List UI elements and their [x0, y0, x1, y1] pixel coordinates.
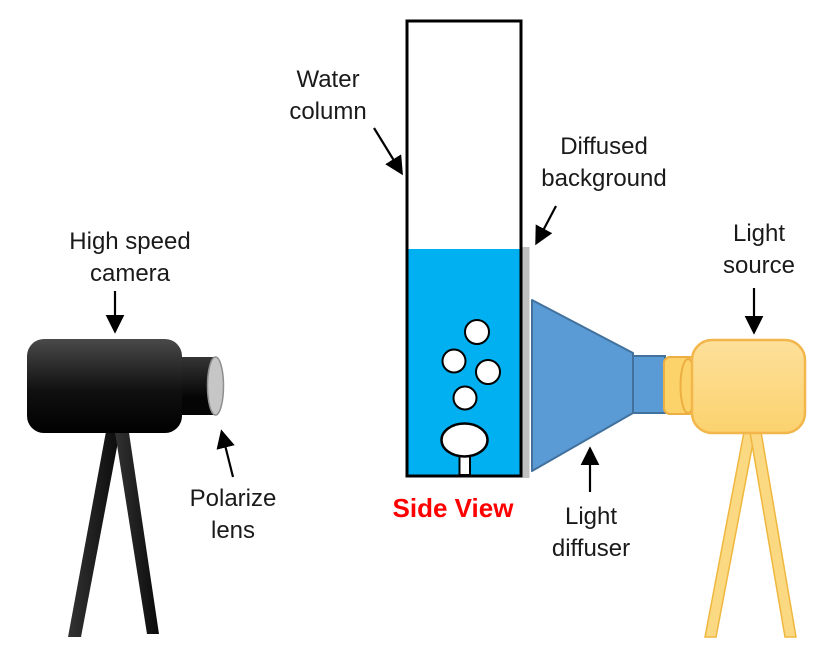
bubble-2: [441, 348, 467, 374]
bubble-1: [464, 319, 490, 345]
arrow-polarize-lens: [216, 429, 235, 478]
light-tripod-left-leg: [704, 431, 756, 638]
camera-tripod-left-leg: [68, 426, 121, 637]
high-speed-camera-label: High speed camera: [69, 228, 191, 287]
light-tripod-right-leg: [749, 431, 797, 638]
water-column-outline: [405, 19, 523, 478]
light-diffuser-label: Light diffuser: [551, 503, 631, 562]
diffused-background-label: Diffused background: [541, 133, 667, 192]
light-diffuser-neck: [632, 355, 666, 414]
light-source-label: Light source: [722, 220, 796, 279]
polarize-lens-shape: [206, 356, 225, 416]
arrow-diffused-background: [535, 205, 557, 246]
diffused-background-strip: [522, 247, 530, 478]
bubble-3: [475, 359, 501, 385]
arrow-water-column: [373, 127, 403, 176]
camera-tripod-right-leg: [114, 426, 159, 634]
light-source-barrel: [663, 356, 696, 415]
side-view-label: Side View: [392, 493, 514, 523]
light-diffuser-cone: [531, 299, 634, 472]
bubble-4: [452, 385, 478, 411]
camera-body-shape: [27, 339, 182, 433]
water-column-label: Water column: [289, 66, 367, 125]
light-source-body: [690, 338, 807, 435]
nozzle-bubble: [440, 422, 489, 458]
polarize-lens-label: Polarize lens: [189, 485, 277, 544]
